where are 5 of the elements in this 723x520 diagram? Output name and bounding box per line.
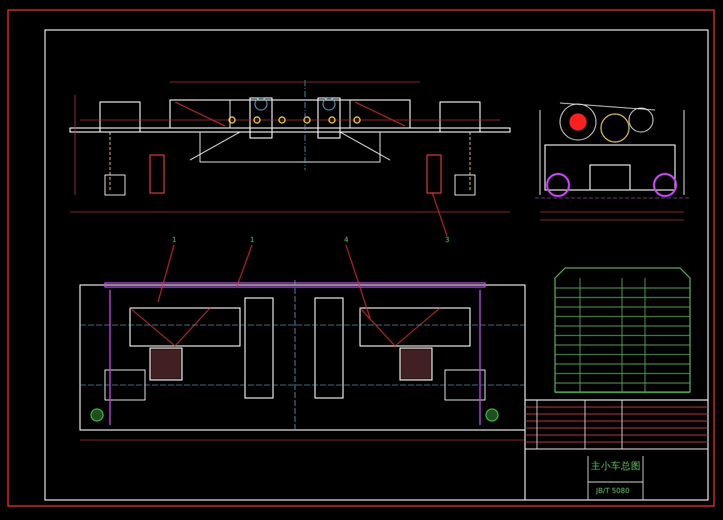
leader-line (236, 244, 252, 286)
leader-line (432, 192, 448, 236)
leader-line (346, 244, 370, 318)
leader-line (158, 244, 174, 302)
drawing-title: 主小车总图 (591, 460, 641, 473)
